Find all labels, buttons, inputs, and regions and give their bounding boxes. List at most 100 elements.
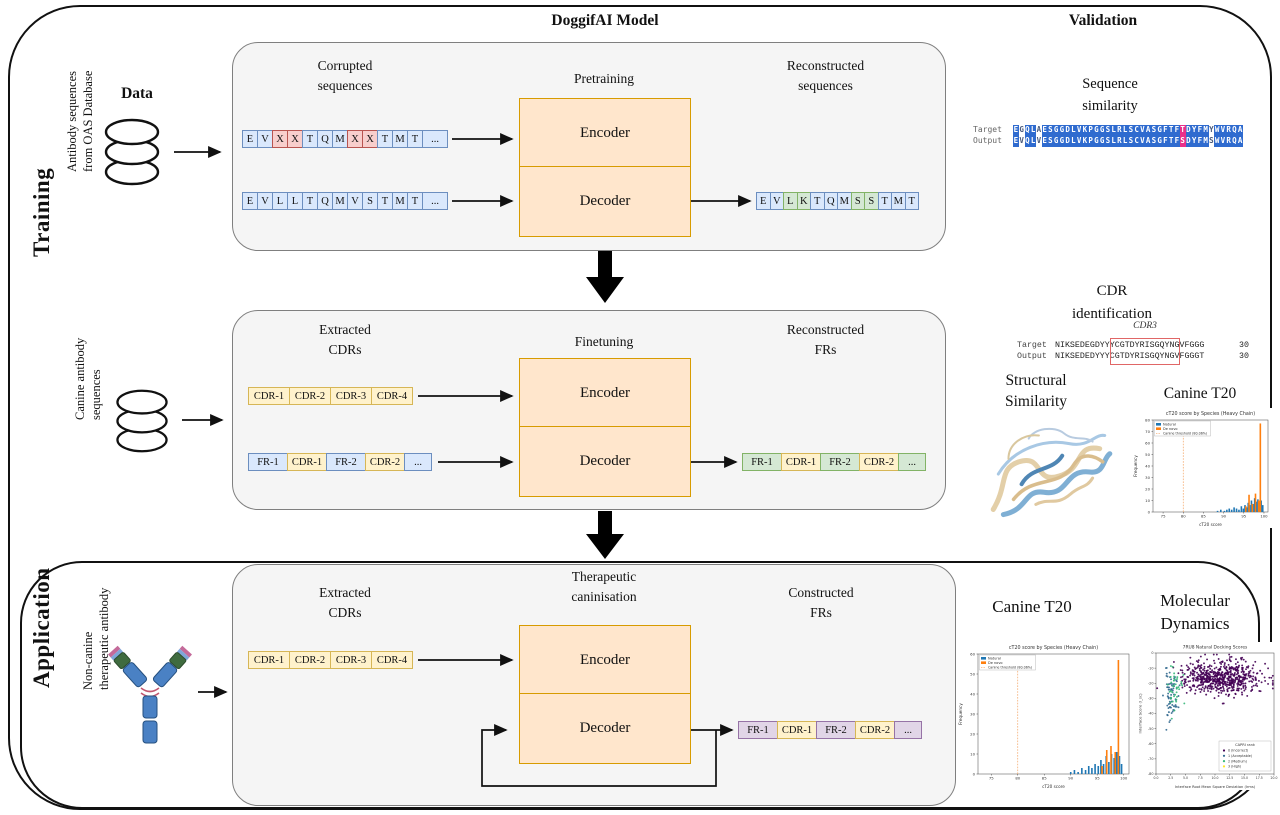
sequence-token: T (904, 192, 919, 210)
svg-text:100: 100 (1120, 776, 1128, 781)
alignment-residue: L (1110, 125, 1117, 136)
alignment-residue: S (1151, 136, 1157, 147)
label-cdr3: CDR3 (1133, 321, 1157, 331)
svg-text:De novo: De novo (988, 661, 1003, 665)
cdr3-highlight-box (1110, 338, 1180, 365)
alignment-residue: V (1076, 136, 1082, 147)
svg-text:De novo: De novo (1163, 427, 1178, 431)
sequence-token: V (769, 192, 784, 210)
sequence-token: ... (422, 130, 448, 148)
sequence-token: T (877, 192, 892, 210)
sequence-token: E (242, 192, 258, 210)
alignment-residue: L (1030, 125, 1036, 136)
svg-text:85: 85 (1201, 514, 1206, 519)
sequence-token: T (302, 192, 318, 210)
alignment-residue: G (1093, 136, 1100, 147)
svg-text:80: 80 (1145, 417, 1150, 422)
alignment-residue: S (1209, 136, 1214, 145)
sequence-token: M (332, 192, 348, 210)
label-corrupted-sequences: Corrupted sequences (317, 58, 373, 94)
label-extracted-cdrs: Extracted CDRs (319, 585, 371, 621)
alignment-residue: A (1237, 136, 1243, 147)
svg-text:10.0: 10.0 (1212, 776, 1219, 780)
label-finetuning: Finetuning (574, 334, 634, 349)
sequence-token: S (362, 192, 378, 210)
alignment-residue: D (1185, 136, 1192, 147)
sequence-token: FR-2 (820, 453, 860, 471)
svg-text:20.0: 20.0 (1271, 776, 1278, 780)
svg-text:30: 30 (1145, 475, 1150, 480)
svg-text:Canine threshold (80.06%): Canine threshold (80.06%) (988, 665, 1032, 669)
sequence-token: L (783, 192, 798, 210)
alignment-residue: W (1214, 136, 1220, 147)
database-icon (104, 118, 160, 186)
sequence-token: CDR-1 (287, 453, 327, 471)
alignment-residue: L (1110, 136, 1117, 147)
sequence-token: FR-2 (326, 453, 366, 471)
svg-text:40: 40 (1145, 463, 1150, 468)
svg-text:0: 0 (973, 771, 976, 776)
sequence-token: M (332, 130, 348, 148)
row-label: Output (973, 136, 1002, 145)
alignment-residue: Y (1191, 125, 1197, 136)
figure-outer-border (8, 5, 1272, 810)
alignment-residue: G (1059, 136, 1065, 147)
sequence-token: CDR-1 (248, 387, 290, 405)
svg-text:90: 90 (1221, 514, 1226, 519)
alignment-residue: R (1225, 125, 1232, 136)
decoder-label: Decoder (579, 453, 631, 469)
alignment-residue: P (1087, 136, 1094, 147)
decoder-block: Decoder (519, 426, 691, 497)
alignment-residue: T (1168, 136, 1174, 147)
sequence-token: Q (317, 192, 333, 210)
svg-text:90: 90 (1068, 776, 1073, 781)
svg-text:60: 60 (1145, 440, 1150, 445)
sequence-token: T (377, 192, 393, 210)
alignment-residue: S (1105, 136, 1111, 147)
svg-text:cT20 score by Species (Heavy C: cT20 score by Species (Heavy Chain) (1166, 411, 1255, 417)
sequence-token: FR-1 (248, 453, 288, 471)
title-data: Data (121, 85, 153, 102)
sequence-token: T (407, 130, 423, 148)
sequence-token: FR-1 (742, 453, 782, 471)
title-cdr-identification: CDR identification (1072, 283, 1152, 322)
encoder-block: Encoder (519, 625, 691, 696)
svg-text:-20: -20 (1148, 681, 1154, 685)
alignment-residue: C (1133, 136, 1140, 147)
alignment-residue: K (1082, 136, 1088, 147)
alignment-residue: S (1128, 125, 1134, 136)
title-canine-t20: Canine T20 (1163, 385, 1237, 402)
alignment-residue: F (1174, 125, 1180, 136)
sequence-token: CDR-2 (855, 721, 895, 739)
sequence-token: E (242, 130, 258, 148)
encoder-label: Encoder (580, 652, 630, 668)
svg-text:10: 10 (1145, 498, 1150, 503)
alignment-residue: R (1225, 136, 1232, 147)
sequence-token: CDR-1 (781, 453, 821, 471)
alignment-residue: L (1122, 125, 1128, 136)
svg-text:CAPRI rank: CAPRI rank (1235, 743, 1256, 747)
alignment-residue: F (1197, 125, 1203, 136)
alignment-residue: T (1179, 125, 1186, 136)
sequence-token: L (272, 192, 288, 210)
svg-text:75: 75 (989, 776, 994, 781)
label-reconstructed-sequences: Reconstructed sequences (786, 58, 865, 94)
alignment-residue: K (1082, 125, 1088, 136)
svg-text:2 (Medium): 2 (Medium) (1228, 759, 1247, 763)
sequence-token: V (257, 192, 273, 210)
alignment-residue: A (1145, 136, 1151, 147)
alignment-residue: G (1019, 125, 1024, 134)
svg-text:Natural: Natural (988, 656, 1001, 660)
encoder-label: Encoder (580, 125, 630, 141)
svg-text:85: 85 (1042, 776, 1047, 781)
svg-text:-50: -50 (1148, 727, 1154, 731)
alignment-residue: Q (1231, 136, 1238, 147)
label-therapeutic-caninisation: Therapeutic caninisation (571, 569, 637, 605)
